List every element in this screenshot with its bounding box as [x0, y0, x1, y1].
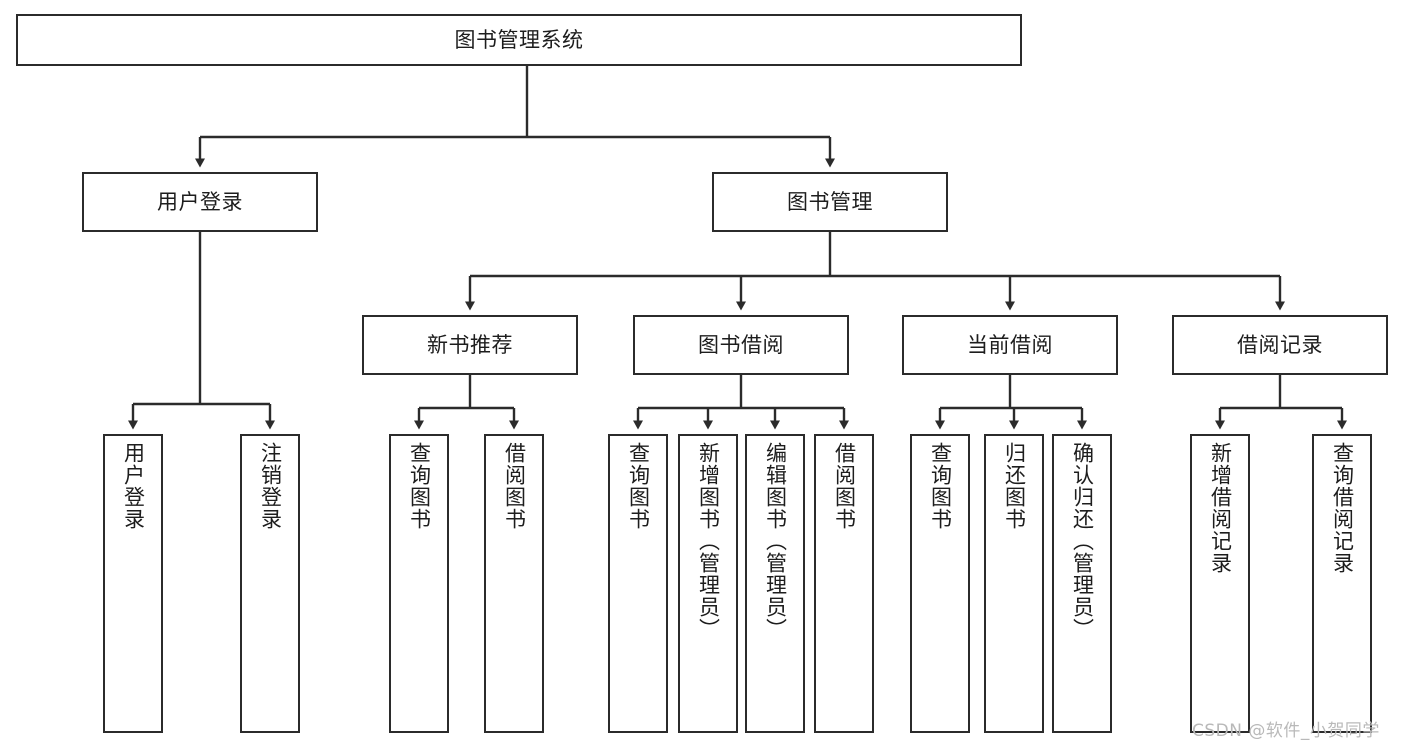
- node-user-login[interactable]: 用户登录: [82, 172, 318, 232]
- node-label: 新书推荐: [427, 332, 513, 357]
- node-label: 归还图书: [1002, 442, 1027, 530]
- node-leaf-return-book[interactable]: 归还图书: [984, 434, 1044, 733]
- node-leaf-query-book-recommend[interactable]: 查询图书: [389, 434, 449, 733]
- node-leaf-borrow-book[interactable]: 借阅图书: [814, 434, 874, 733]
- node-label: 新增图书（管理员）: [696, 442, 721, 640]
- node-leaf-add-book-admin[interactable]: 新增图书（管理员）: [678, 434, 738, 733]
- node-label: 查询图书: [407, 442, 432, 530]
- node-leaf-confirm-return-admin[interactable]: 确认归还（管理员）: [1052, 434, 1112, 733]
- node-leaf-borrow-book-recommend[interactable]: 借阅图书: [484, 434, 544, 733]
- node-label: 借阅图书: [502, 442, 527, 530]
- node-label: 编辑图书（管理员）: [763, 442, 788, 640]
- node-label: 图书管理: [787, 189, 873, 214]
- node-root-system[interactable]: 图书管理系统: [16, 14, 1022, 66]
- node-leaf-logout-login[interactable]: 注销登录: [240, 434, 300, 733]
- node-label: 当前借阅: [967, 332, 1053, 357]
- node-book-borrow[interactable]: 图书借阅: [633, 315, 849, 375]
- node-current-borrow[interactable]: 当前借阅: [902, 315, 1118, 375]
- node-leaf-edit-book-admin[interactable]: 编辑图书（管理员）: [745, 434, 805, 733]
- node-book-manage[interactable]: 图书管理: [712, 172, 948, 232]
- node-leaf-query-book-borrow[interactable]: 查询图书: [608, 434, 668, 733]
- node-label: 查询借阅记录: [1330, 442, 1355, 574]
- node-label: 注销登录: [258, 442, 283, 530]
- node-label: 用户登录: [157, 189, 243, 214]
- node-leaf-add-borrow-record[interactable]: 新增借阅记录: [1190, 434, 1250, 733]
- node-label: 用户登录: [121, 442, 146, 530]
- node-new-book-recommend[interactable]: 新书推荐: [362, 315, 578, 375]
- node-label: 确认归还（管理员）: [1070, 442, 1095, 640]
- node-label: 新增借阅记录: [1208, 442, 1233, 574]
- node-borrow-record[interactable]: 借阅记录: [1172, 315, 1388, 375]
- node-label: 图书管理系统: [454, 27, 584, 52]
- node-label: 查询图书: [626, 442, 651, 530]
- node-label: 图书借阅: [698, 332, 784, 357]
- node-label: 借阅图书: [832, 442, 857, 530]
- node-leaf-query-borrow-record[interactable]: 查询借阅记录: [1312, 434, 1372, 733]
- node-label: 借阅记录: [1237, 332, 1323, 357]
- node-label: 查询图书: [928, 442, 953, 530]
- node-leaf-query-book-current[interactable]: 查询图书: [910, 434, 970, 733]
- csdn-watermark: CSDN @软件_小贺同学: [1192, 721, 1380, 741]
- node-leaf-user-login[interactable]: 用户登录: [103, 434, 163, 733]
